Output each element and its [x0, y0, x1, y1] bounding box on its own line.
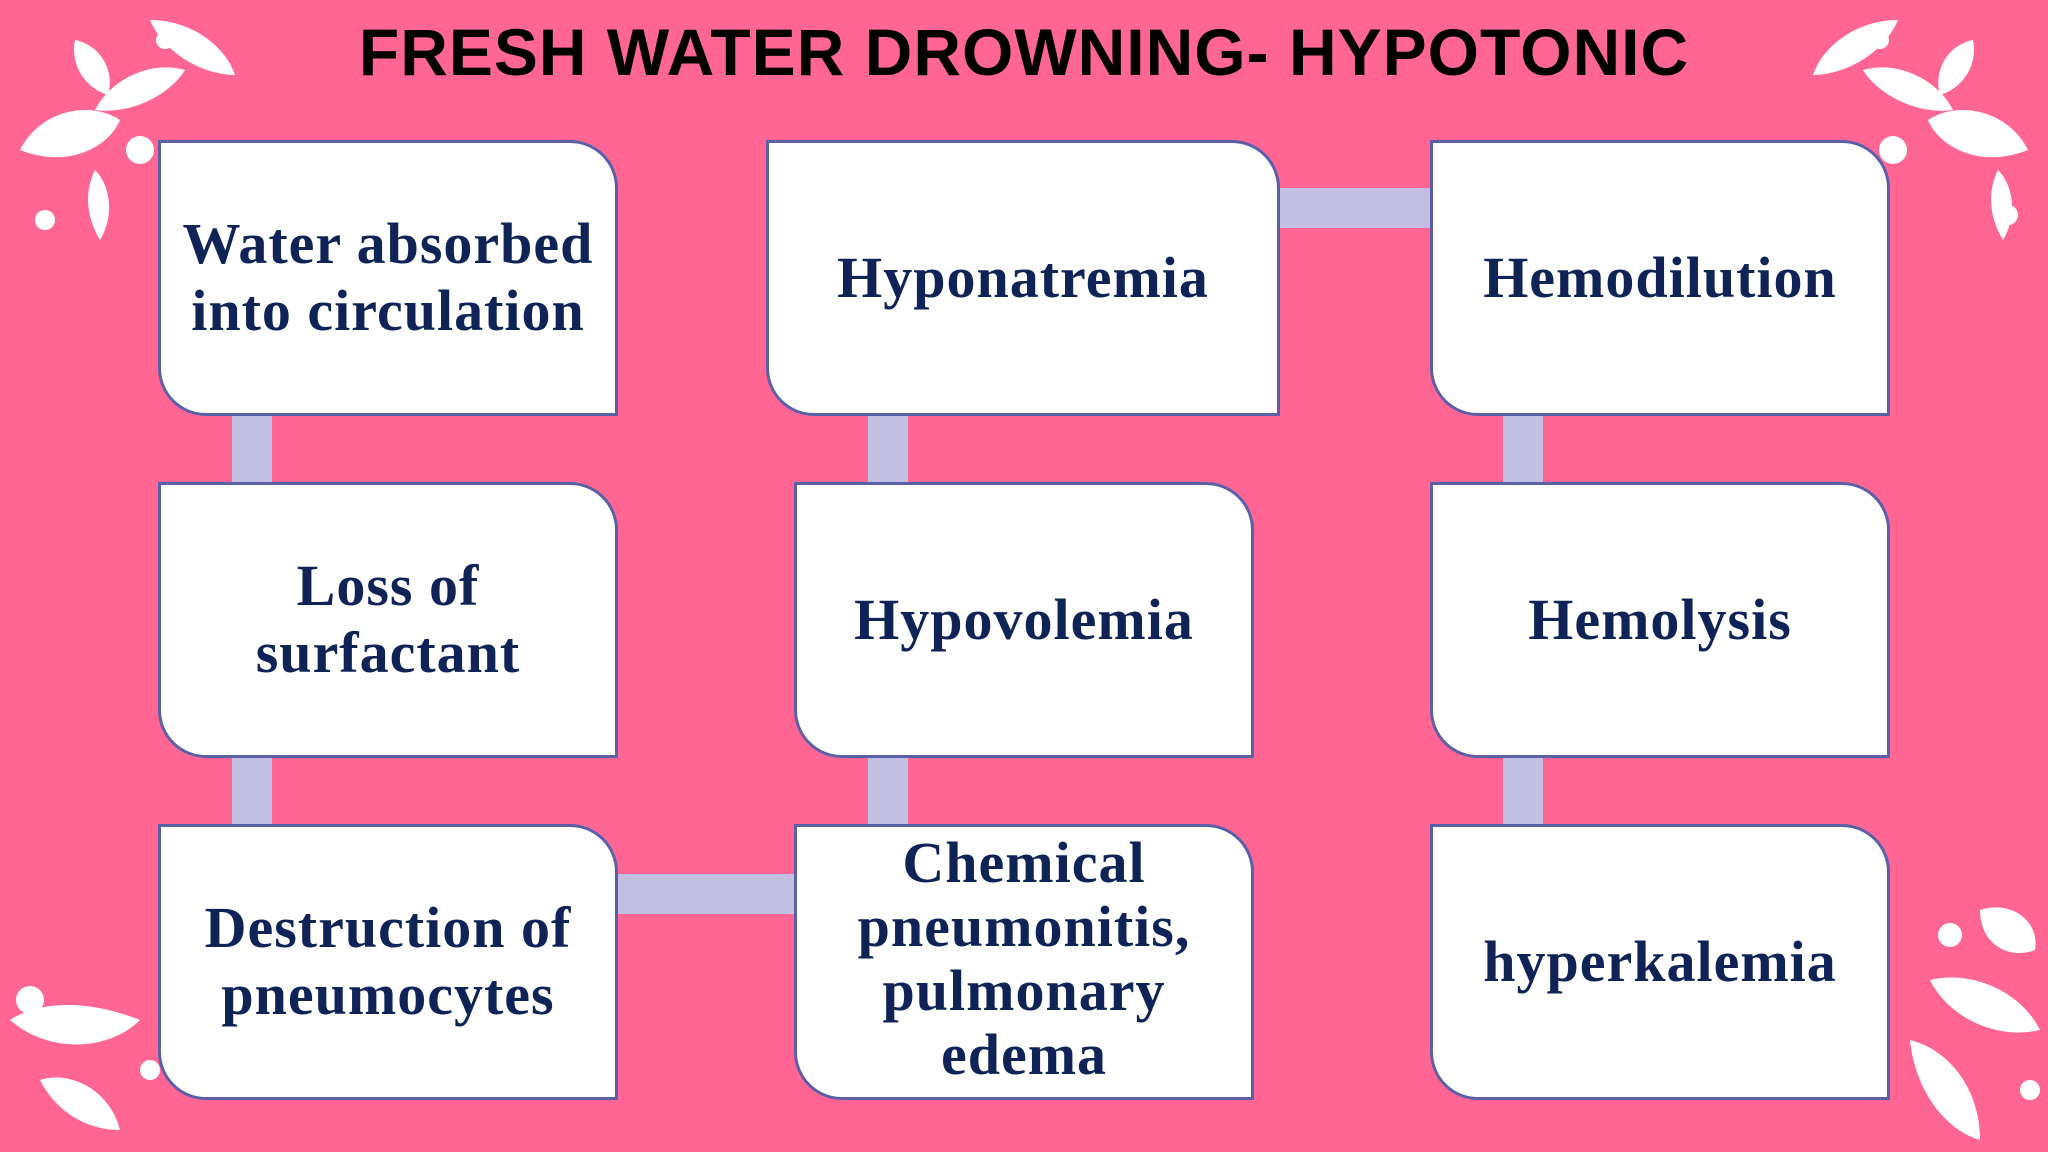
- splash-bottom-left: [10, 986, 160, 1130]
- connector-hypovolemia-to-hyponatremia: [868, 414, 908, 484]
- box-hemolysis-label: Hemolysis: [1528, 586, 1792, 652]
- box-hyperkalemia: hyperkalemia: [1430, 824, 1890, 1100]
- box-hemodilution-label: Hemodilution: [1483, 244, 1837, 310]
- box-chemical-pneumonitis-label: Chemical pneumonitis, pulmonary edema: [857, 830, 1191, 1087]
- box-water-absorbed-label: Water absorbed into circulation: [182, 211, 594, 343]
- box-loss-surfactant-label: Loss of surfactant: [255, 553, 521, 685]
- box-hyponatremia-label: Hyponatremia: [837, 244, 1209, 310]
- box-hypovolemia-label: Hypovolemia: [854, 586, 1194, 652]
- splash-top-left: [20, 20, 235, 240]
- box-chemical-pneumonitis: Chemical pneumonitis, pulmonary edema: [794, 824, 1254, 1100]
- connector-hyponatremia-to-hemodilution: [1278, 188, 1434, 228]
- connector-chemical-to-hypovolemia: [868, 756, 908, 826]
- connector-hemolysis-to-hyperkalemia: [1503, 756, 1543, 826]
- splash-bottom-right: [1910, 907, 2040, 1140]
- box-hemolysis: Hemolysis: [1430, 482, 1890, 758]
- box-hyperkalemia-label: hyperkalemia: [1483, 928, 1837, 994]
- box-destruction-pneumocytes-label: Destruction of pneumocytes: [204, 895, 572, 1027]
- connector-destruction-to-chemical: [615, 874, 797, 914]
- box-destruction-pneumocytes: Destruction of pneumocytes: [158, 824, 618, 1100]
- box-hypovolemia: Hypovolemia: [794, 482, 1254, 758]
- box-hemodilution: Hemodilution: [1430, 140, 1890, 416]
- splash-top-right: [1813, 20, 2028, 240]
- connector-hemodilution-to-hemolysis: [1503, 414, 1543, 484]
- connector-loss-to-destruction: [232, 756, 272, 826]
- diagram-title: FRESH WATER DROWNING- HYPOTONIC: [358, 15, 1690, 89]
- box-hyponatremia: Hyponatremia: [766, 140, 1280, 416]
- box-loss-surfactant: Loss of surfactant: [158, 482, 618, 758]
- connector-water-to-loss: [232, 414, 272, 484]
- box-water-absorbed: Water absorbed into circulation: [158, 140, 618, 416]
